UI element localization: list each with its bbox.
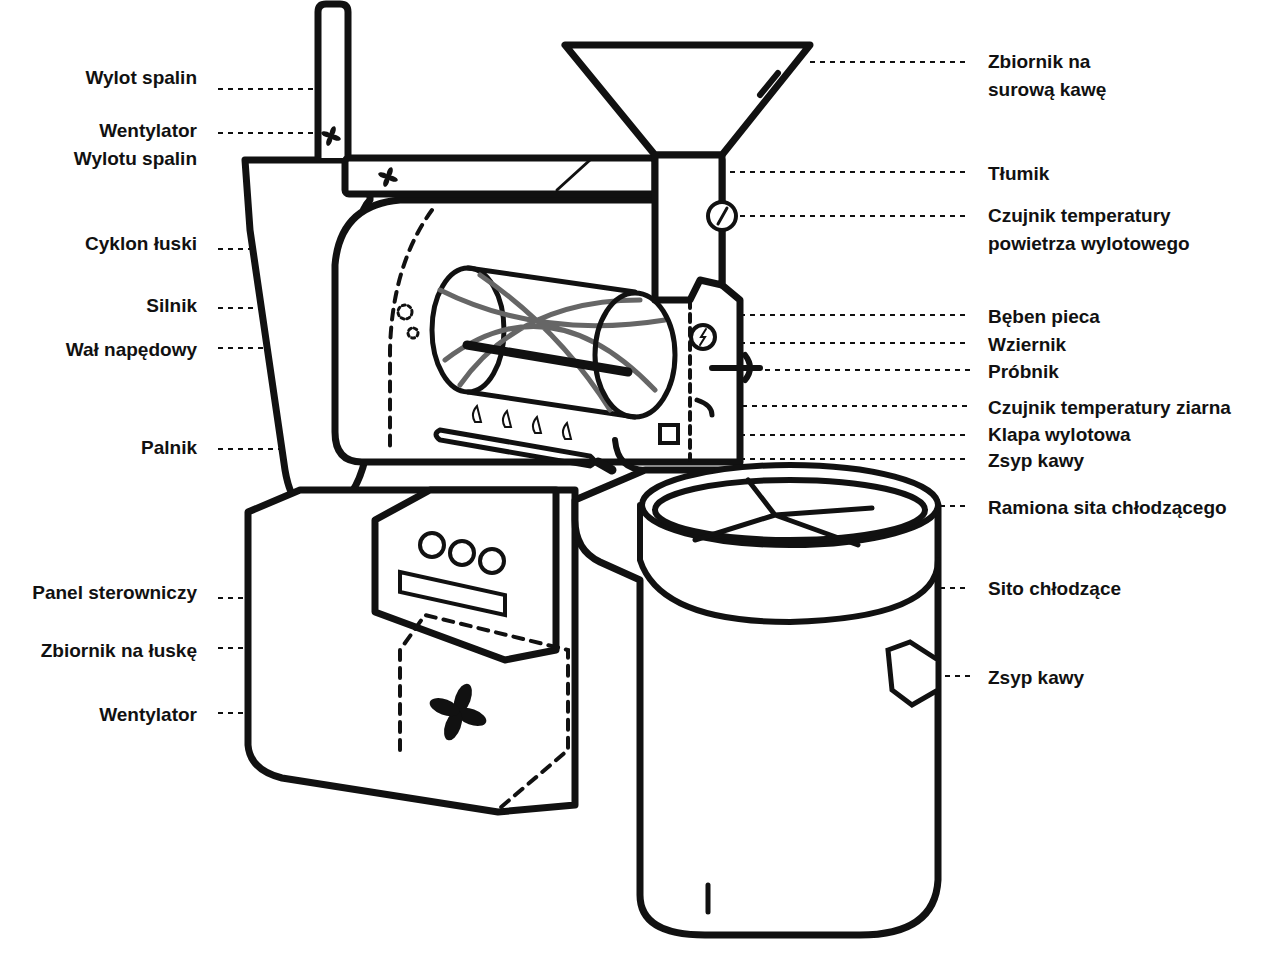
burner-flames	[473, 406, 571, 439]
control-panel	[375, 490, 556, 660]
machine-details	[390, 73, 938, 912]
leader-line	[218, 132, 318, 134]
part-label: Ramiona sita chłodzącego	[988, 494, 1278, 522]
discharge-chute	[615, 440, 712, 470]
cooling-sieve-rim	[642, 465, 938, 545]
base-fan	[427, 681, 489, 743]
drum-front	[595, 293, 675, 417]
drum-partition	[390, 210, 432, 450]
base-slot	[706, 885, 711, 912]
leader-line	[712, 405, 970, 407]
panel-button	[450, 541, 474, 565]
part-label: Cyklon łuski	[0, 230, 197, 258]
part-label: Czujnik temperatury ziarna	[988, 394, 1278, 422]
part-label: Zsyp kawy	[988, 447, 1238, 475]
chute-lip	[598, 462, 612, 470]
part-label: Wziernik	[988, 331, 1238, 359]
part-label: Zbiornik na surową kawę	[988, 48, 1158, 104]
fan-housing	[400, 615, 568, 808]
part-label: Wentylator	[0, 701, 197, 729]
cooling-base	[575, 470, 938, 935]
part-label: Wylot spalin	[0, 64, 197, 92]
fan-symbols	[320, 125, 488, 742]
machine-outline	[245, 4, 938, 935]
leader-line	[945, 675, 970, 677]
exhaust-fan	[320, 125, 341, 146]
duct-damper	[557, 160, 590, 190]
leader-line	[765, 369, 970, 371]
leader-line	[720, 342, 970, 344]
discharge-flap	[660, 425, 678, 443]
hopper-mark	[760, 73, 778, 95]
drive-shaft	[467, 345, 628, 372]
sampler	[712, 355, 760, 380]
cooling-sieve-inner	[655, 480, 925, 540]
husk-bin	[248, 490, 575, 812]
duct-fan	[377, 166, 398, 187]
gauge-needle	[718, 208, 727, 224]
part-label: Zsyp kawy	[988, 664, 1238, 692]
cooling-discharge	[888, 642, 938, 705]
part-label: Sito chłodzące	[988, 575, 1238, 603]
green-bean-hopper	[565, 45, 810, 155]
part-label: Próbnik	[988, 358, 1238, 386]
drum-side	[468, 268, 635, 417]
sight-glass	[691, 325, 715, 349]
cooling-arms	[695, 480, 872, 545]
motor-gear	[398, 305, 412, 319]
leader-line	[810, 61, 970, 63]
exhaust-pipe	[318, 4, 348, 158]
part-label: Panel sterowniczy	[0, 579, 197, 607]
part-label: Silnik	[0, 292, 197, 320]
sight-glass-mark	[700, 329, 706, 345]
part-label: Wentylator Wylotu spalin	[37, 117, 197, 173]
part-label: Bęben pieca	[988, 303, 1238, 331]
panel-button	[420, 533, 444, 557]
air-temp-gauge	[708, 202, 736, 230]
part-label: Tłumik	[988, 160, 1238, 188]
exhaust-duct	[345, 158, 655, 194]
front-plate	[688, 300, 692, 460]
panel-display	[400, 572, 505, 615]
part-label: Klapa wylotowa	[988, 421, 1238, 449]
panel-button	[480, 549, 504, 573]
part-label: Czujnik temperatury powietrza wylotowego	[988, 202, 1228, 258]
part-label: Wał napędowy	[0, 336, 197, 364]
part-label: Palnik	[0, 434, 197, 462]
part-label: Zbiornik na łuskę	[0, 637, 197, 665]
leader-line	[700, 171, 970, 173]
bean-probe	[697, 400, 712, 415]
motor-gear	[408, 328, 418, 338]
leader-line	[740, 215, 970, 217]
